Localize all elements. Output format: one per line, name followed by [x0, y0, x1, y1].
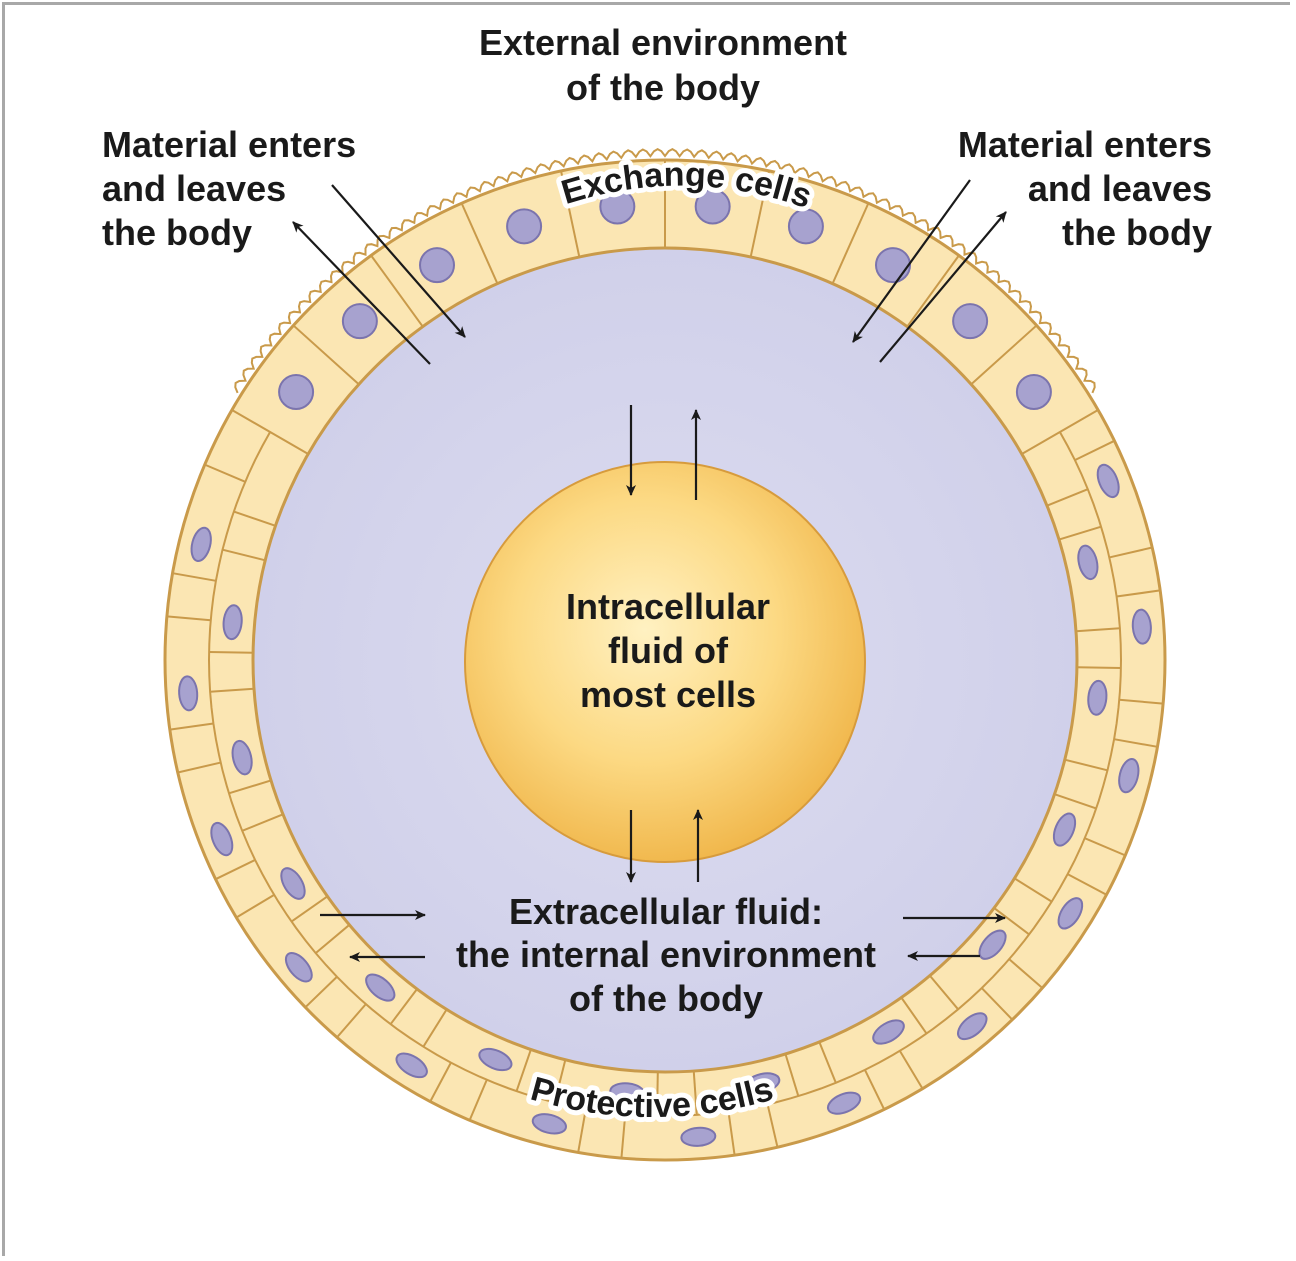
material-left-line-3: the body — [102, 212, 252, 253]
nucleus-11 — [279, 375, 313, 409]
extracellular-line-1: Extracellular fluid: — [509, 891, 823, 932]
material-left-line-2: and leaves — [102, 168, 286, 209]
nucleus-18 — [876, 248, 910, 282]
label-external-environment: External environment of the body — [479, 22, 847, 108]
label-material-right: Material enters and leaves the body — [958, 124, 1212, 253]
material-right-line-3: the body — [1062, 212, 1212, 253]
intracellular-line-1: Intracellular — [566, 586, 770, 627]
nucleus-17 — [789, 209, 823, 243]
cell-wall-67 — [209, 652, 253, 653]
label-material-left: Material enters and leaves the body — [102, 124, 356, 253]
nucleus-20 — [1017, 375, 1051, 409]
nucleus-14 — [507, 209, 541, 243]
intracellular-line-2: fluid of — [608, 630, 729, 671]
intracellular-line-3: most cells — [580, 674, 756, 715]
cell-wall-27 — [1077, 667, 1121, 668]
external-line-2: of the body — [566, 67, 760, 108]
material-left-line-1: Material enters — [102, 124, 356, 165]
material-right-line-2: and leaves — [1028, 168, 1212, 209]
external-line-1: External environment — [479, 22, 847, 63]
extracellular-line-2: the internal environment — [456, 934, 876, 975]
material-right-line-1: Material enters — [958, 124, 1212, 165]
nucleus-19 — [953, 304, 987, 338]
nucleus-13 — [420, 248, 454, 282]
nucleus-12 — [343, 304, 377, 338]
extracellular-line-3: of the body — [569, 978, 763, 1019]
